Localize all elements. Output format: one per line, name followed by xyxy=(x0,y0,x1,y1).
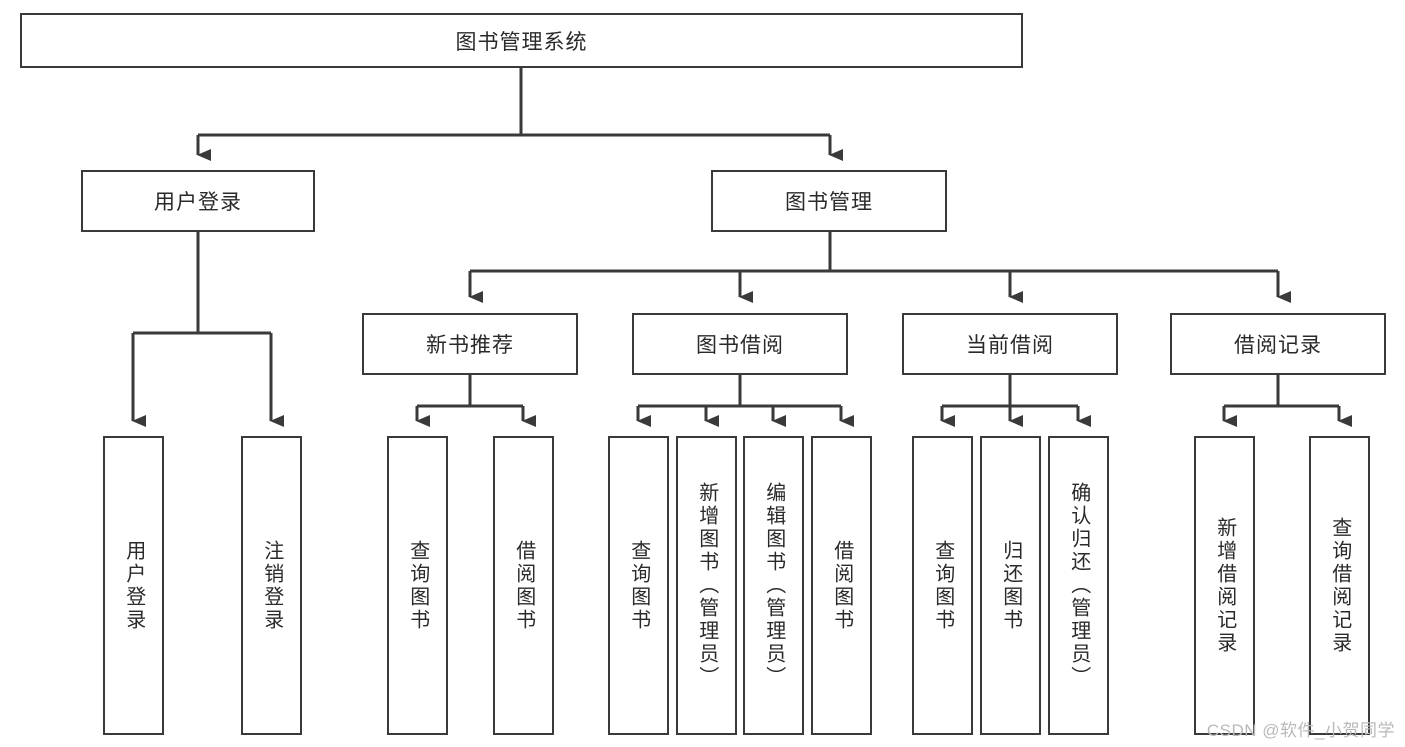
node-new-book-recommend[interactable]: 新书推荐 xyxy=(362,313,578,375)
node-leaf-query-book-3[interactable]: 查询图书 xyxy=(912,436,973,735)
node-leaf-return-book[interactable]: 归还图书 xyxy=(980,436,1041,735)
node-book-management-system[interactable]: 图书管理系统 xyxy=(20,13,1023,68)
node-book-borrow[interactable]: 图书借阅 xyxy=(632,313,848,375)
node-label: 借阅记录 xyxy=(1234,334,1322,357)
node-label: 借阅图书 xyxy=(830,539,853,632)
node-label: 用户登录 xyxy=(154,191,242,214)
node-label: 图书借阅 xyxy=(696,334,784,357)
node-leaf-logout-login[interactable]: 注销登录 xyxy=(241,436,302,735)
node-label: 编辑图书（管理员） xyxy=(762,482,785,689)
node-leaf-add-record[interactable]: 新增借阅记录 xyxy=(1194,436,1255,735)
node-label: 图书管理系统 xyxy=(455,30,588,54)
node-leaf-user-login[interactable]: 用户登录 xyxy=(103,436,164,735)
node-label: 查询借阅记录 xyxy=(1328,516,1351,655)
node-leaf-query-book-1[interactable]: 查询图书 xyxy=(387,436,448,735)
node-book-manage[interactable]: 图书管理 xyxy=(711,170,947,232)
node-label: 查询图书 xyxy=(627,539,650,632)
node-label: 当前借阅 xyxy=(966,334,1054,357)
node-leaf-confirm-return[interactable]: 确认归还（管理员） xyxy=(1048,436,1109,735)
node-leaf-query-book-2[interactable]: 查询图书 xyxy=(608,436,669,735)
node-label: 用户登录 xyxy=(122,539,145,632)
node-borrow-record[interactable]: 借阅记录 xyxy=(1170,313,1386,375)
node-label: 新书推荐 xyxy=(426,334,514,357)
node-label: 归还图书 xyxy=(999,539,1022,632)
node-label: 借阅图书 xyxy=(512,539,535,632)
node-label: 查询图书 xyxy=(931,539,954,632)
node-label: 图书管理 xyxy=(785,191,873,214)
node-label: 新增借阅记录 xyxy=(1213,516,1236,655)
node-user-login[interactable]: 用户登录 xyxy=(81,170,315,232)
node-label: 注销登录 xyxy=(260,539,283,632)
node-leaf-edit-book[interactable]: 编辑图书（管理员） xyxy=(743,436,804,735)
node-label: 确认归还（管理员） xyxy=(1067,482,1090,689)
node-leaf-query-record[interactable]: 查询借阅记录 xyxy=(1309,436,1370,735)
node-current-borrow[interactable]: 当前借阅 xyxy=(902,313,1118,375)
node-leaf-borrow-book-2[interactable]: 借阅图书 xyxy=(811,436,872,735)
node-label: 新增图书（管理员） xyxy=(695,482,718,689)
node-label: 查询图书 xyxy=(406,539,429,632)
node-leaf-borrow-book-1[interactable]: 借阅图书 xyxy=(493,436,554,735)
node-leaf-add-book[interactable]: 新增图书（管理员） xyxy=(676,436,737,735)
